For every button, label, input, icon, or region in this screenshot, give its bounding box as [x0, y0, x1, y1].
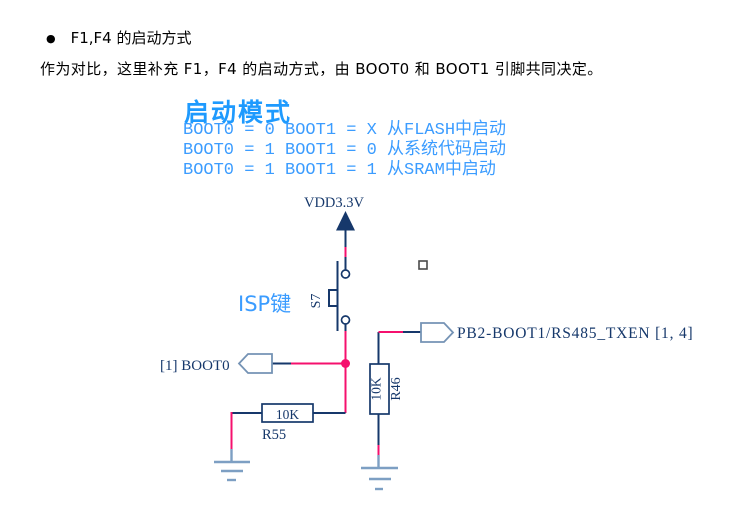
r55-value: 10K: [276, 407, 300, 422]
ground-symbol-right: [361, 466, 398, 491]
r46-value: 10K: [369, 377, 384, 401]
port-pb2: [420, 322, 455, 343]
boot-mode-title: 启动模式: [184, 98, 293, 127]
bullet-item-label: F1,F4 的启动方式: [70, 29, 192, 47]
port-boot0: [237, 353, 273, 374]
switch-terminal-bottom: [340, 315, 351, 325]
switch-actuator-cap: [328, 289, 338, 307]
vdd-net-label: VDD3.3V: [304, 195, 365, 211]
boot0-net-label: [1] BOOT0: [160, 358, 230, 374]
r55-designator: R55: [262, 427, 286, 443]
switch-s7: S7: [309, 261, 351, 331]
intro-paragraph: 作为对比，这里补充 F1，F4 的启动方式，由 BOOT0 和 BOOT1 引脚…: [40, 60, 603, 78]
ground-symbol-left: [214, 460, 250, 482]
r46-designator: R46: [389, 377, 404, 400]
isp-key-label: ISP键: [238, 292, 291, 316]
power-flag-icon: [336, 211, 355, 231]
boot-mode-line: BOOT0 = 1 BOOT1 = 0 从系统代码启动: [183, 141, 507, 160]
switch-designator: S7: [309, 294, 324, 309]
bullet-icon: ●: [46, 32, 56, 45]
switch-terminal-top: [340, 269, 351, 279]
resistor-r55: 10K R55: [261, 403, 314, 443]
pb2-net-label: PB2-BOOT1/RS485_TXEN [1, 4]: [457, 325, 693, 342]
boot-mode-line: BOOT0 = 1 BOOT1 = 1 从SRAM中启动: [183, 161, 496, 180]
boot-mode-table: BOOT0 = 0 BOOT1 = X 从FLASH中启动 BOOT0 = 1 …: [183, 121, 506, 181]
junction-dot: [341, 359, 350, 368]
boot-mode-line: BOOT0 = 0 BOOT1 = X 从FLASH中启动: [183, 121, 507, 140]
resistor-r46: 10K R46: [369, 363, 404, 415]
bullet-list-item: ● F1,F4 的启动方式: [46, 27, 192, 48]
small-square-marker: [418, 260, 428, 270]
